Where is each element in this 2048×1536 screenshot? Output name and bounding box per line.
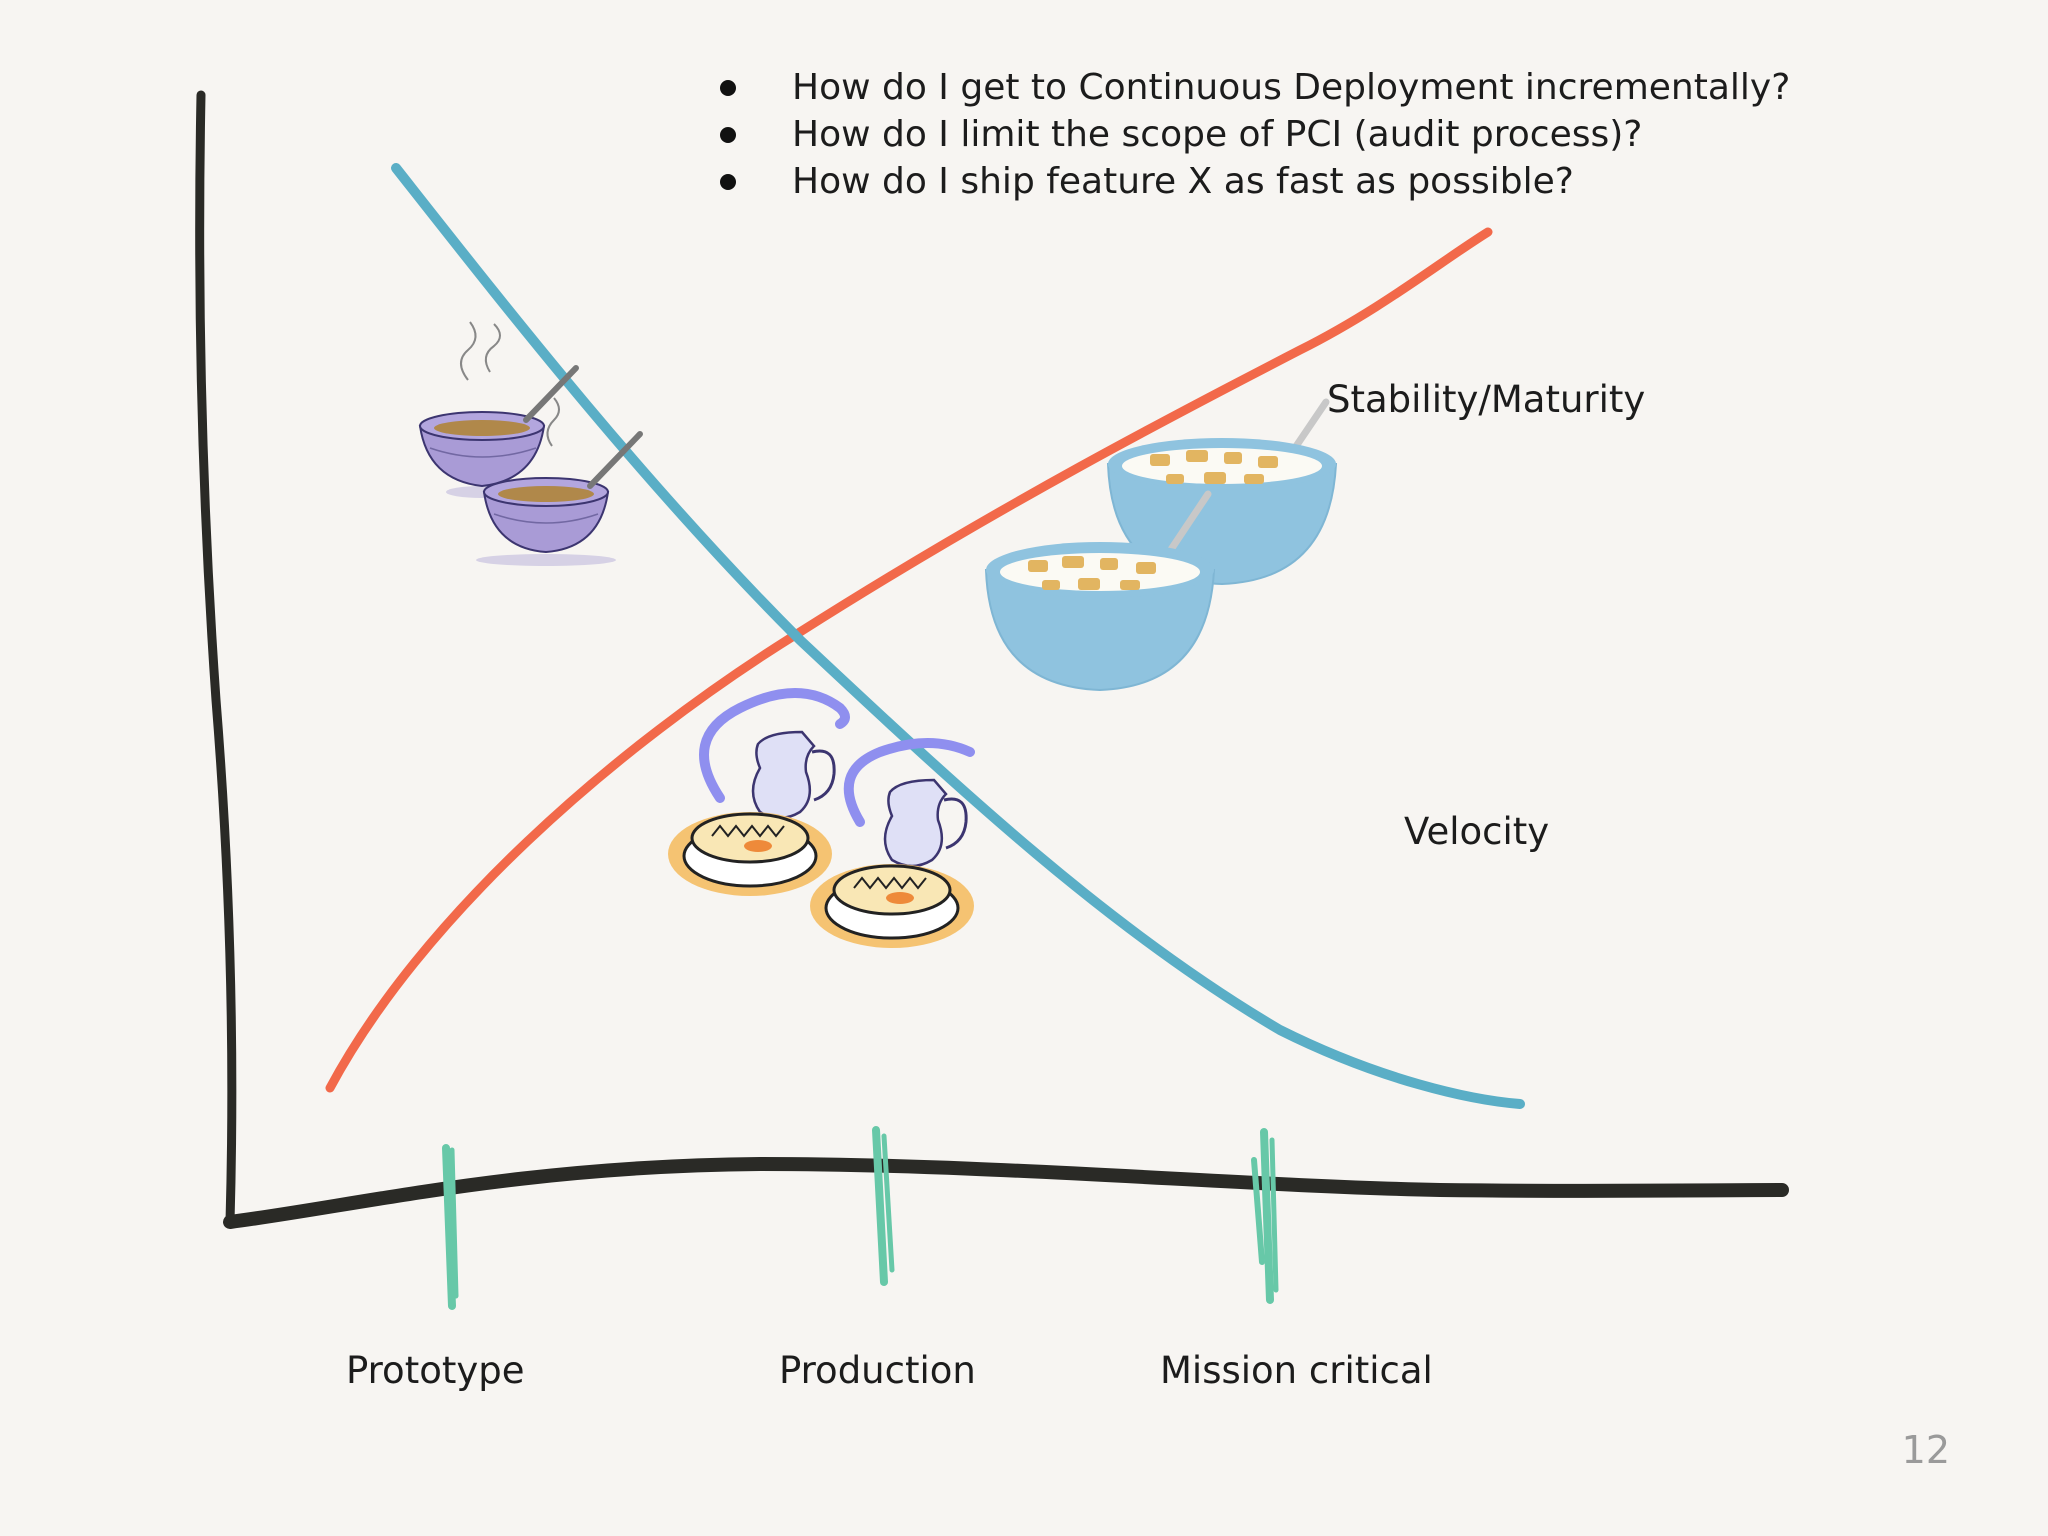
velocity-curve: [391, 163, 1525, 1109]
question-text: How do I ship feature X as fast as possi…: [792, 161, 1574, 202]
question-item: How do I get to Continuous Deployment in…: [714, 64, 1790, 111]
stability-curve: [325, 227, 1493, 1093]
x-axis: [223, 1156, 1789, 1229]
tick-production: [872, 1126, 895, 1286]
cereal-bowls-icon: [984, 398, 1338, 692]
y-axis: [195, 90, 237, 1227]
bullet-dot-icon: [720, 80, 736, 96]
question-item: How do I limit the scope of PCI (audit p…: [714, 111, 1790, 158]
page-number: 12: [1901, 1428, 1950, 1472]
question-text: How do I get to Continuous Deployment in…: [792, 67, 1791, 108]
stability-curve-label: Stability/Maturity: [1327, 378, 1646, 421]
breakfast-plates-with-pitchers-icon: [668, 688, 975, 948]
tick-mission-critical: [1251, 1128, 1279, 1304]
bullet-dot-icon: [720, 174, 736, 190]
bullet-dot-icon: [720, 127, 736, 143]
question-list: How do I get to Continuous Deployment in…: [714, 64, 1790, 205]
stage-label-mission-critical: Mission critical: [1160, 1349, 1433, 1392]
soup-bowls-icon: [418, 321, 643, 566]
question-text: How do I limit the scope of PCI (audit p…: [792, 114, 1643, 155]
tick-prototype: [442, 1144, 459, 1310]
stage-label-prototype: Prototype: [346, 1349, 525, 1392]
stage-label-production: Production: [779, 1349, 976, 1392]
question-item: How do I ship feature X as fast as possi…: [714, 158, 1790, 205]
velocity-curve-label: Velocity: [1404, 810, 1550, 853]
